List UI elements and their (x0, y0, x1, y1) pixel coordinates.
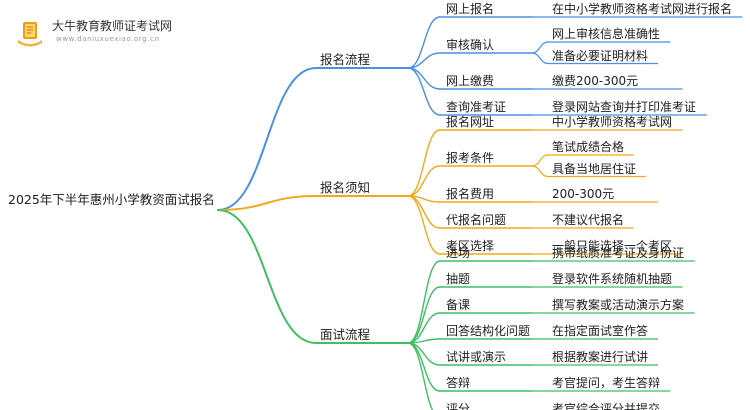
detail-link (531, 41, 549, 54)
detail-label: 撰写教案或活动演示方案 (552, 298, 685, 312)
child-link (407, 165, 441, 197)
child-label: 代报名问题 (446, 213, 507, 227)
detail-label: 考官综合评分并提交 (552, 402, 661, 410)
child-link (407, 67, 441, 90)
child-label: 网上报名 (446, 2, 495, 16)
child-link (407, 342, 434, 410)
detail-label: 在中小学教师资格考试网进行报名 (552, 2, 733, 16)
branch-link (217, 195, 317, 211)
detail-label: 中小学教师资格考试网 (552, 115, 673, 129)
branch-label: 面试流程 (320, 327, 371, 342)
child-label: 报名网址 (446, 115, 495, 129)
child-link (407, 129, 441, 197)
child-link (407, 286, 441, 344)
detail-label: 具备当地居住证 (552, 161, 637, 176)
detail-label: 网上审核信息准确性 (552, 27, 661, 41)
detail-label: 笔试成绩合格 (552, 140, 625, 154)
child-label: 进场 (446, 246, 471, 260)
branch-label: 报名须知 (320, 180, 371, 195)
child-label: 抽题 (446, 272, 471, 286)
branch-link (217, 209, 317, 344)
detail-label: 缴费200-300元 (552, 74, 639, 88)
detail-link (531, 165, 549, 178)
detail-label: 携带纸质准考证及身份证 (552, 246, 685, 260)
root-topic: 2025年下半年惠州小学教资面试报名 (8, 192, 215, 207)
brand-name: 大牛教育教师证考试网 (52, 19, 173, 33)
child-link (407, 260, 441, 344)
child-label: 报考条件 (446, 151, 495, 165)
detail-label: 根据教案进行试讲 (552, 350, 649, 364)
branch-link (217, 67, 317, 211)
brand-url: www.daniuxuexiao.org.cn (56, 35, 160, 43)
detail-label: 登录软件系统随机抽题 (552, 272, 673, 286)
child-link (407, 67, 441, 116)
brand-logo-icon (14, 18, 46, 48)
child-link (407, 195, 441, 255)
child-label: 备课 (446, 298, 471, 312)
child-link (407, 52, 441, 69)
detail-link (531, 154, 549, 167)
child-label: 答辩 (446, 376, 471, 390)
child-label: 回答结构化问题 (446, 324, 531, 338)
detail-label: 考官提问，考生答辩 (552, 376, 661, 390)
child-label: 查询准考证 (446, 100, 507, 114)
detail-link (531, 52, 549, 65)
detail-label: 一般只能选择一个考区 (552, 239, 673, 253)
detail-label: 200-300元 (552, 187, 615, 201)
child-label: 审核确认 (446, 38, 495, 52)
detail-label: 准备必要证明材料 (552, 48, 649, 63)
detail-label: 不建议代报名 (552, 213, 625, 227)
child-label: 考区选择 (446, 239, 495, 253)
child-link (407, 342, 441, 392)
child-label: 评分 (446, 402, 471, 410)
detail-label: 登录网站查询并打印准考证 (552, 100, 697, 114)
child-link (407, 16, 441, 69)
child-label: 网上缴费 (446, 74, 495, 88)
child-label: 试讲或演示 (446, 350, 507, 364)
child-label: 报名费用 (446, 187, 495, 201)
detail-label: 在指定面试室作答 (552, 324, 649, 338)
branch-label: 报名流程 (320, 52, 371, 67)
child-link (407, 312, 441, 344)
